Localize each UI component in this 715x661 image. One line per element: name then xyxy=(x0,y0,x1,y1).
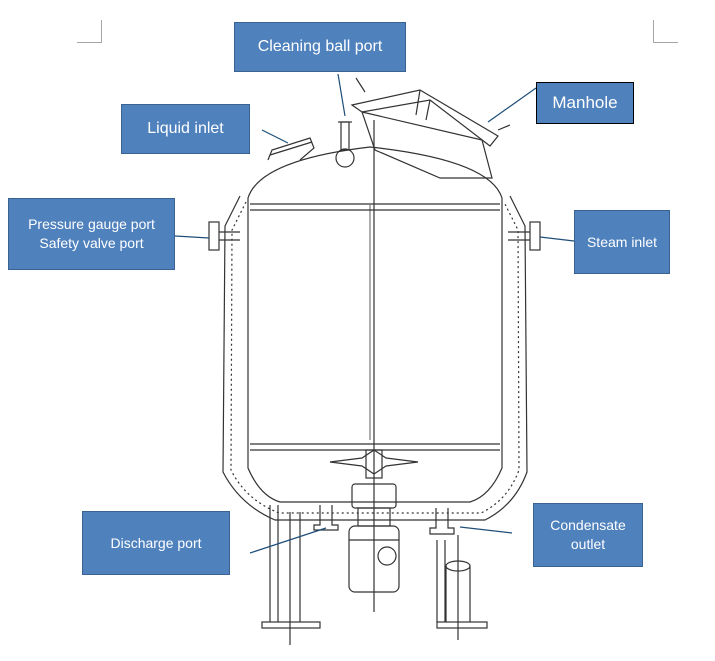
label-manhole: Manhole xyxy=(536,82,634,124)
label-liquid-inlet: Liquid inlet xyxy=(121,104,250,154)
leader-discharge-port xyxy=(249,527,327,554)
label-discharge-port: Discharge port xyxy=(82,511,230,575)
outer-jacket xyxy=(222,195,528,521)
label-discharge-port-text: Discharge port xyxy=(110,534,202,551)
leader-cleaning-ball-port xyxy=(337,73,346,117)
agitator-hub xyxy=(365,449,383,479)
pressure-gauge-flange xyxy=(208,221,220,251)
label-steam-inlet: Steam inlet xyxy=(574,210,670,274)
crop-mark-top-right xyxy=(653,20,678,43)
label-liquid-inlet-text: Liquid inlet xyxy=(147,120,224,138)
label-pressure-safety: Pressure gauge port Safety valve port xyxy=(8,198,175,270)
liquid-inlet-nozzle xyxy=(267,137,315,161)
motor xyxy=(348,525,400,593)
condensate-outlet-nozzle xyxy=(429,508,455,535)
outer-jacket-inner-wall xyxy=(230,201,520,514)
leader-manhole xyxy=(487,87,537,123)
label-cleaning-ball-port-text: Cleaning ball port xyxy=(257,38,383,56)
label-condensate-outlet-line2: outlet xyxy=(570,536,606,552)
leader-pressure-gauge xyxy=(174,235,210,239)
label-pressure-gauge-port-text: Pressure gauge port xyxy=(28,216,155,233)
leader-steam-inlet xyxy=(539,236,575,242)
steam-inlet-flange xyxy=(529,221,541,251)
label-condensate-outlet-line1: Condensate xyxy=(550,517,626,534)
crop-mark-top-left xyxy=(77,20,102,43)
leader-condensate-outlet xyxy=(459,526,513,534)
drain-pipe xyxy=(445,566,471,622)
motor-junction xyxy=(377,546,397,566)
inner-vessel xyxy=(247,146,503,503)
cleaning-ball-port-pipe xyxy=(340,121,350,151)
leader-liquid-inlet xyxy=(261,129,289,144)
label-manhole-text: Manhole xyxy=(552,92,618,112)
label-steam-inlet-text: Steam inlet xyxy=(586,233,658,250)
manhole-body xyxy=(361,111,493,179)
label-condensate-outlet: Condensate outlet xyxy=(533,503,643,567)
label-cleaning-ball-port: Cleaning ball port xyxy=(234,22,406,72)
discharge-port-nozzle xyxy=(313,505,339,531)
cleaning-ball xyxy=(335,148,355,168)
label-safety-valve-port-text: Safety valve port xyxy=(39,235,144,251)
